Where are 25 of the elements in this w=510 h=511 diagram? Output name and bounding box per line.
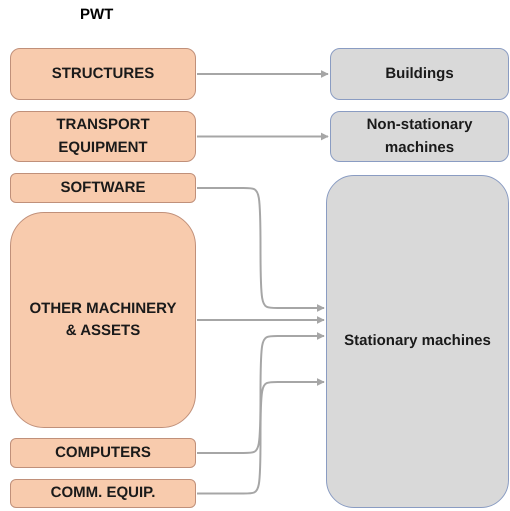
asset-box bbox=[10, 479, 196, 508]
box-label: STRUCTURES bbox=[52, 64, 154, 84]
box-label: OTHER MACHINERY & ASSETS bbox=[28, 298, 178, 341]
box-label: COMM. EQUIP. bbox=[50, 483, 156, 504]
arrow bbox=[197, 70, 329, 78]
category-box bbox=[326, 175, 509, 508]
box-label: Non-stationary machines bbox=[366, 115, 474, 158]
box-label: COMPUTERS bbox=[55, 442, 151, 463]
category-box bbox=[330, 48, 509, 100]
asset-box bbox=[10, 48, 196, 100]
asset-box bbox=[10, 212, 196, 428]
arrow bbox=[197, 378, 325, 494]
box-label: Buildings bbox=[385, 64, 454, 84]
asset-box bbox=[10, 438, 196, 468]
asset-box bbox=[10, 173, 196, 203]
arrow bbox=[197, 187, 325, 312]
arrow bbox=[197, 316, 325, 324]
box-label: Stationary machines bbox=[344, 331, 491, 352]
arrow bbox=[197, 332, 325, 454]
diagram-title: PWT bbox=[80, 6, 114, 23]
arrow bbox=[197, 132, 329, 140]
box-label: TRANSPORT EQUIPMENT bbox=[55, 115, 151, 158]
box-label: SOFTWARE bbox=[60, 178, 146, 198]
asset-box bbox=[10, 111, 196, 162]
category-box bbox=[330, 111, 509, 162]
